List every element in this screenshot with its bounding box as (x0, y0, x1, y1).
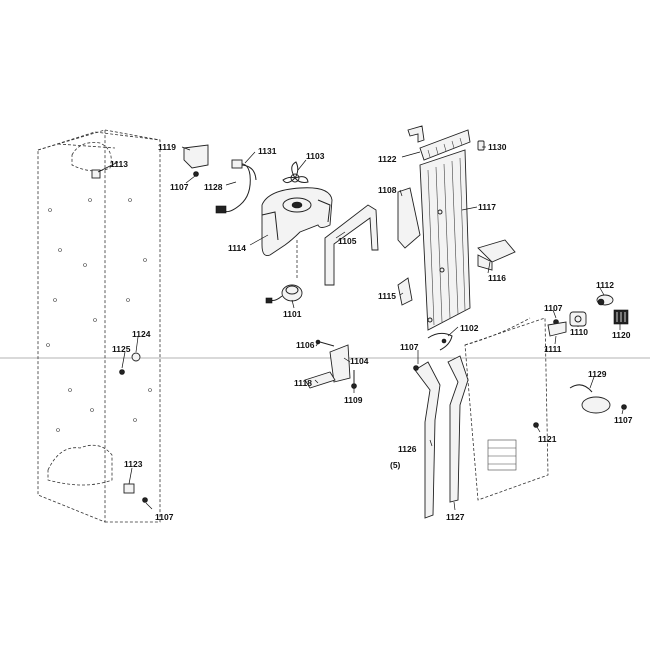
callout-1111: 1111 (544, 344, 562, 354)
center-bracket-assembly (304, 339, 357, 389)
leader-lines (97, 146, 624, 511)
callout-1121: 1121 (538, 434, 557, 444)
callout-1123: 1123 (124, 459, 143, 469)
mounting-bracket (477, 239, 516, 271)
callout-1107: 1107 (155, 512, 174, 522)
callout-1128: 1128 (204, 182, 223, 192)
cabinet-housing (37, 129, 161, 523)
callout-1131: 1131 (258, 146, 277, 156)
wire-harness (215, 159, 257, 214)
top-grille (407, 125, 471, 161)
callout-1107: 1107 (170, 182, 189, 192)
callout-1115: 1115 (378, 291, 396, 301)
callout-1108: 1108 (378, 185, 397, 195)
callout-1105: 1105 (338, 236, 357, 246)
callout-1118: 1118 (294, 378, 312, 388)
callout-1125: 1125 (112, 344, 131, 354)
rear-access-panel (464, 317, 549, 501)
callout-1119: 1119 (158, 142, 176, 152)
callout-1107: 1107 (614, 415, 633, 425)
callout-1106: 1106 (296, 340, 315, 350)
callout-1107: 1107 (400, 342, 419, 352)
side-rail-left (413, 361, 441, 519)
control-components (547, 294, 629, 337)
callout-1124: 1124 (132, 329, 151, 339)
callout-1104: 1104 (350, 356, 369, 366)
callout-1109: 1109 (344, 395, 363, 405)
callout-labels: 1113 1119 1107 1128 1131 1103 1114 1105 … (110, 142, 633, 522)
callout-1122: 1122 (378, 154, 397, 164)
temperature-sensor (569, 384, 627, 414)
callout-1130: 1130 (488, 142, 507, 152)
fan-blade (282, 161, 309, 184)
evaporator-cover (419, 149, 471, 331)
small-baffle (397, 277, 413, 306)
gasket-seal (324, 204, 379, 286)
callout-1107: 1107 (544, 303, 563, 313)
defrost-heater (427, 332, 453, 351)
callout-1116: 1116 (488, 273, 506, 283)
callout-paren-5: (5) (390, 460, 401, 470)
callout-1120: 1120 (612, 330, 631, 340)
callout-1126: 1126 (398, 444, 417, 454)
bracket-part (183, 144, 209, 177)
callout-1113: 1113 (110, 159, 128, 169)
callout-1110: 1110 (570, 327, 588, 337)
callout-1129: 1129 (588, 369, 607, 379)
side-rail-right (447, 355, 469, 503)
clip-part (477, 140, 485, 151)
callout-1102: 1102 (460, 323, 479, 333)
callout-1127: 1127 (446, 512, 465, 522)
callout-1117: 1117 (478, 202, 496, 212)
callout-1114: 1114 (228, 243, 246, 253)
duct-flap (397, 187, 421, 249)
callout-1101: 1101 (283, 309, 302, 319)
callout-1103: 1103 (306, 151, 325, 161)
fan-shroud (261, 187, 333, 256)
callout-1112: 1112 (596, 280, 614, 290)
